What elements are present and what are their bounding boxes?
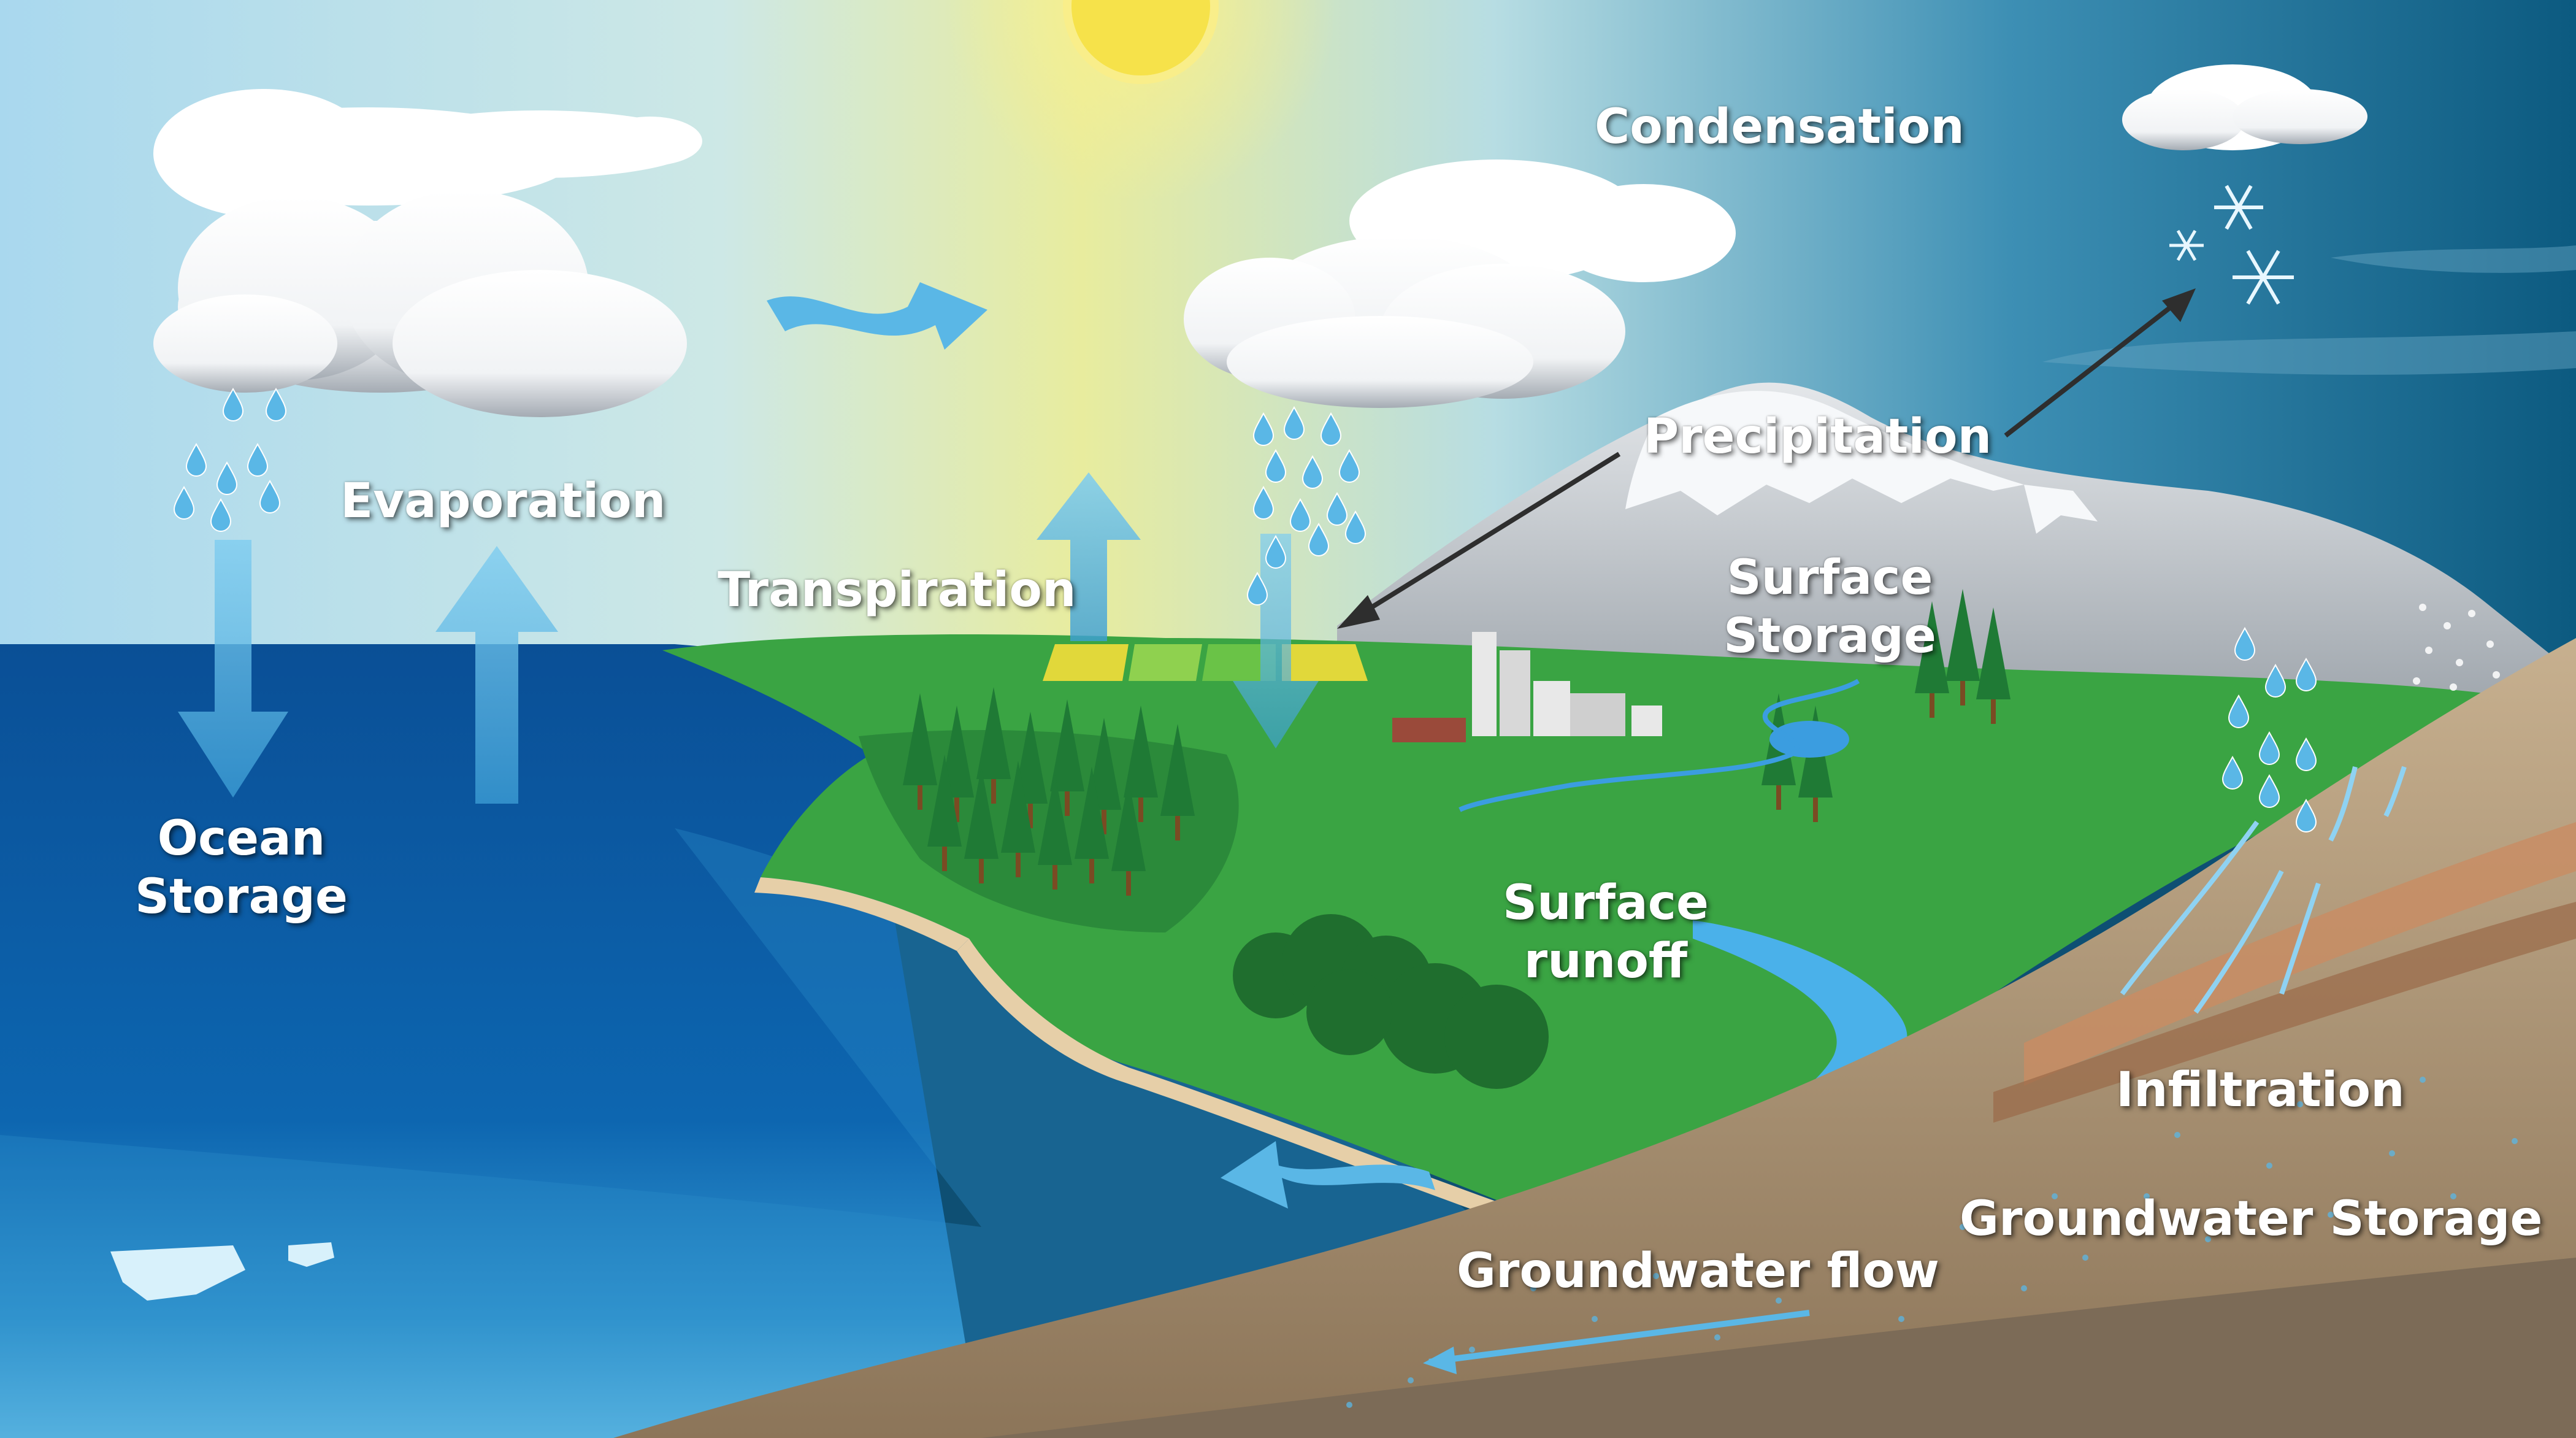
groundwater-dots — [1346, 1077, 2518, 1408]
label-surface-storage-line1: Surface — [1727, 550, 1933, 606]
cloud-left — [153, 89, 702, 417]
snowflake-icon — [2214, 185, 2263, 230]
label-ocean-storage-line2: Storage — [135, 869, 348, 925]
ocean-storage-arrow — [178, 540, 288, 798]
cloud-right — [2122, 64, 2367, 150]
label-surface-storage-line2: Storage — [1723, 609, 1936, 664]
evaporation-arrow — [435, 546, 558, 804]
cloud-middle — [1184, 160, 1736, 408]
ocean-return-arrow — [1221, 1141, 1435, 1209]
river-runoff — [1570, 920, 1907, 1221]
label-ocean-storage-line1: Ocean — [157, 811, 326, 866]
label-groundwater-storage: Groundwater Storage — [1960, 1191, 2543, 1247]
ice-floe — [110, 1245, 245, 1301]
transpiration-arrow — [1037, 472, 1141, 641]
cirrus-streak — [2331, 245, 2576, 273]
city-buildings — [1392, 632, 1662, 742]
soil-band — [2024, 822, 2576, 1086]
snowfall-dots — [2413, 604, 2500, 691]
river — [1459, 679, 1860, 812]
snowflake-icon — [2169, 229, 2204, 261]
groundwater-flow-arrow — [1428, 1310, 1810, 1365]
ocean — [0, 644, 981, 1438]
snowflake-icon — [2233, 250, 2294, 305]
cirrus-streak — [2042, 331, 2576, 375]
label-surface-runoff-line1: Surface — [1503, 875, 1709, 931]
lake — [1769, 721, 1849, 758]
label-condensation: Condensation — [1595, 99, 1965, 155]
bedrock — [981, 1258, 2576, 1438]
precipitation-pointer-left-head — [1337, 595, 1380, 629]
groundwater-flow-arrowhead — [1423, 1347, 1457, 1374]
sun — [1063, 0, 1219, 84]
label-ocean-storage: Ocean Storage — [135, 810, 348, 926]
grove — [1233, 914, 1549, 1089]
precipitation-pointer-right-head — [2162, 288, 2196, 322]
beach — [754, 877, 969, 951]
soil-layers — [613, 638, 2576, 1438]
label-infiltration: Infiltration — [2116, 1063, 2405, 1118]
precipitation-arrow — [1233, 534, 1319, 748]
soil-band — [1993, 902, 2576, 1123]
mountain-snow — [2024, 485, 2098, 534]
precipitation-pointer-left — [1360, 452, 1621, 616]
mountain-snow — [1625, 391, 2024, 515]
label-surface-runoff: Surface runoff — [1503, 874, 1709, 991]
label-evaporation: Evaporation — [340, 474, 666, 529]
label-groundwater-flow: Groundwater flow — [1457, 1244, 1939, 1299]
farm-fields — [1043, 644, 1368, 681]
label-transpiration: Transpiration — [718, 563, 1076, 618]
sun-glow — [945, 0, 1337, 202]
wind-arrow — [767, 282, 987, 350]
precipitation-pointer-right — [2004, 304, 2173, 438]
infiltration-arrows — [2120, 766, 2407, 1014]
beach — [957, 939, 1533, 1227]
label-precipitation: Precipitation — [1644, 409, 1992, 464]
label-surface-runoff-line2: runoff — [1524, 934, 1688, 990]
ice-floe — [288, 1242, 334, 1267]
label-surface-storage: Surface Storage — [1723, 549, 1936, 666]
